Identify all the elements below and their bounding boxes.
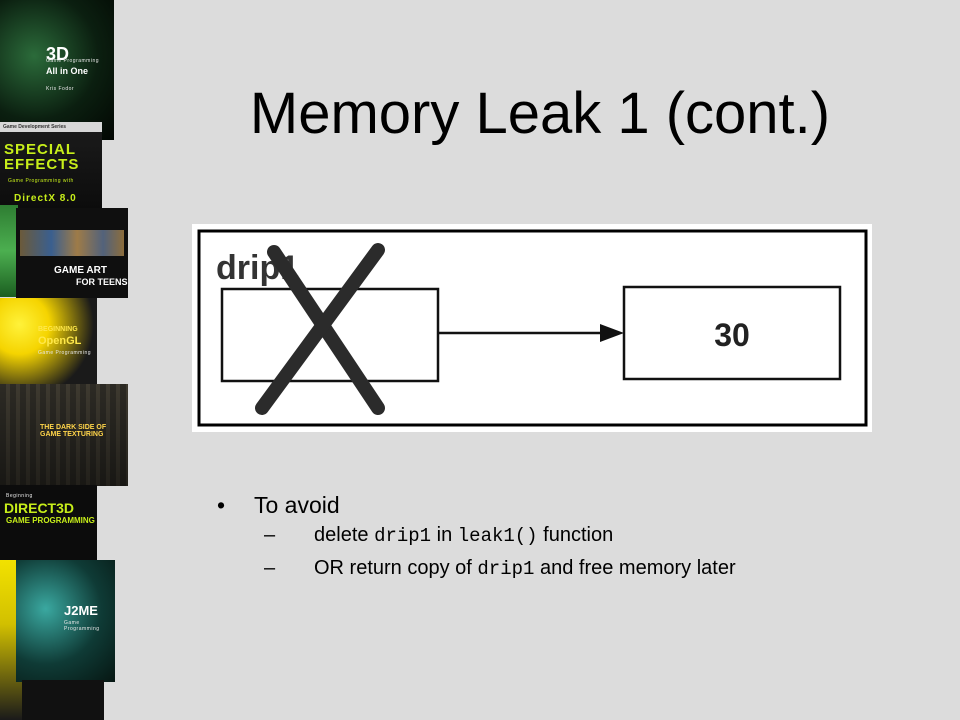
slide-title: Memory Leak 1 (cont.) [249,81,831,146]
cover-title: SPECIAL EFFECTS [4,141,80,173]
book-cover-3d-game-programming: 3D Game Programming All in One Kris Fodo… [0,0,114,140]
cross-out-x-icon [255,243,385,415]
series-band: Game Development Series [0,122,102,132]
book-cover-j2me: J2ME Game Programming [16,560,115,682]
cover-subtitle: Game Programming [38,350,92,356]
text-segment: in [431,524,458,546]
cover-title: J2ME [64,603,98,618]
text-segment: function [537,524,614,546]
cover-title-2: All in One [46,66,89,76]
book-cover-game-art-for-teens: GAME ART FOR TEENS [16,208,128,298]
cover-title-2: GAME PROGRAMMING [6,516,95,525]
text-segment: OR return copy of [314,557,478,579]
code-segment: drip1 [477,558,535,580]
cover-title-2: DirectX 8.0 [14,193,77,204]
cover-subtitle: Game Programming [46,58,100,64]
cover-title: DIRECT3D [4,500,75,516]
book-cover-spine [0,205,18,297]
pointer-arrow-head [600,324,624,342]
dash-icon: – [264,557,276,579]
book-cover-bottom [22,680,104,720]
cover-subtitle: Game Programming with [8,178,74,184]
bullet-icon: • [217,492,226,518]
bullet-item-to-avoid: • To avoid [212,492,932,524]
book-cover-beginning-direct3d: Beginning DIRECT3D GAME PROGRAMMING [0,485,97,563]
diagram-svg: drip1 30 [197,229,868,427]
book-cover-beginning-opengl: BEGINNING OpenGL Game Programming [0,298,97,386]
cover-subtitle: Game Programming [64,620,100,632]
cover-artwork [20,230,124,256]
diagram-border [197,229,868,427]
heap-value-box [622,285,842,381]
book-cover-strip: 3D Game Programming All in One Kris Fodo… [0,0,130,720]
code-segment: leak1() [457,525,538,547]
cover-series: Beginning [6,493,33,499]
book-cover-special-effects: Game Development Series SPECIAL EFFECTS … [0,122,102,220]
code-segment: drip1 [374,525,432,547]
dash-icon: – [264,524,276,546]
text-segment: and free memory later [534,557,736,579]
sub-bullet-return-copy: – OR return copy of drip1 and free memor… [212,557,932,590]
text-segment: delete [314,524,375,546]
cover-title-2: OpenGL [38,335,82,347]
cover-title: BEGINNING [38,326,78,333]
cover-title: GAME ART [54,265,107,276]
memory-diagram: drip1 30 [192,224,872,432]
bullet-list: • To avoid – delete drip1 in leak1() fun… [212,492,932,590]
book-cover-dark-side-texturing: THE DARK SIDE OF GAME TEXTURING [0,384,128,486]
cover-title-2: FOR TEENS [76,277,128,287]
cover-title: THE DARK SIDE OF GAME TEXTURING [40,424,107,438]
cover-author: Kris Fodor [46,86,75,92]
bullet-text: To avoid [254,492,340,518]
pointer-box [220,287,440,383]
heap-value: 30 [714,317,750,353]
sub-bullet-delete: – delete drip1 in leak1() function [212,524,932,557]
cover-title: 3D [46,44,70,64]
